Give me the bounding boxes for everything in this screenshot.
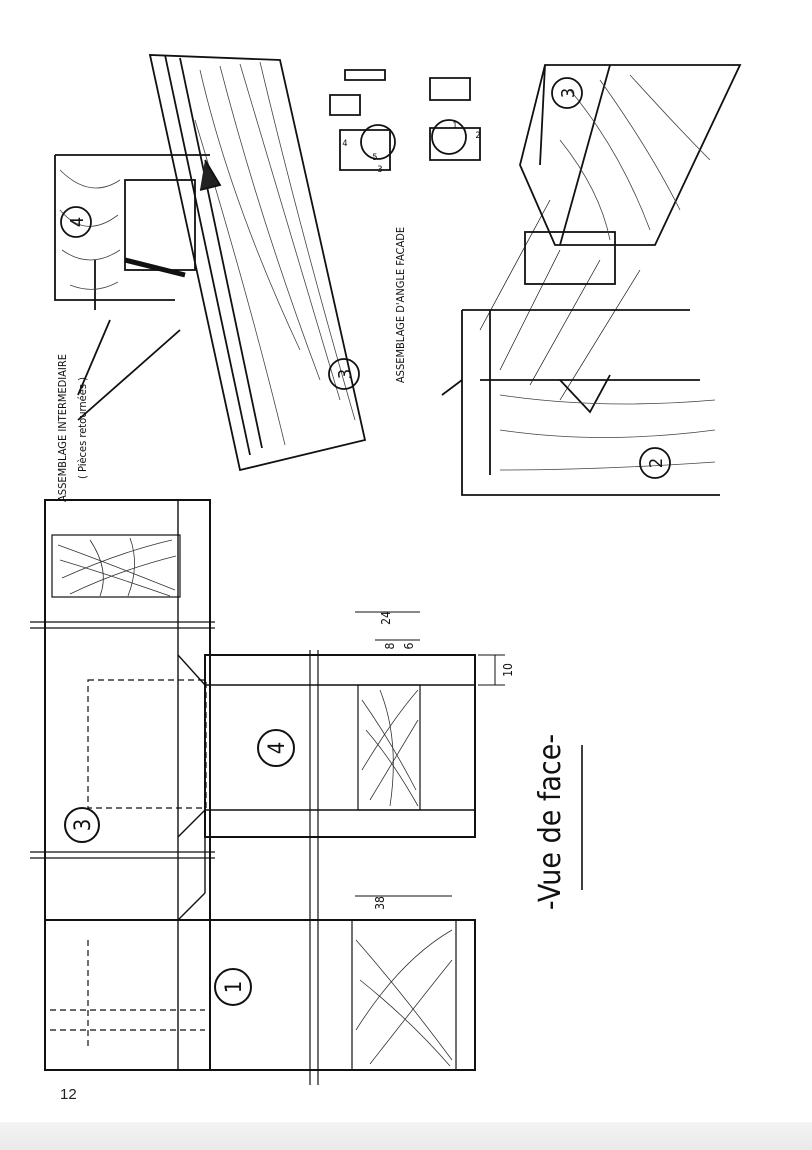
marker-circle-part-3 <box>64 807 100 843</box>
corner-part-3-label: 3 <box>558 88 579 98</box>
front-view-part-1-label: 1 <box>222 981 247 994</box>
marker-circle-part-1 <box>214 968 252 1006</box>
corner-marker-circle-3 <box>551 77 583 109</box>
dimension-38: 38 <box>373 896 387 910</box>
front-view-drawing <box>30 499 505 1085</box>
dimension-6: 6 <box>402 642 416 649</box>
front-view-title: -Vue de face- <box>533 734 568 910</box>
intermediate-joint-drawing <box>54 54 367 472</box>
corner-joint-label: ASSEMBLAGE D'ANGLE FACADE <box>394 227 407 383</box>
intermediate-marker-circle-4 <box>60 206 92 238</box>
mini-piece-1: 1 <box>452 121 457 131</box>
mini-piece-5: 5 <box>372 153 377 163</box>
intermediate-joint-label: ASSEMBLAGE INTERMEDIAIRE <box>56 354 69 502</box>
intermediate-joint-sublabel: ( Pièces retournées ) <box>76 377 89 479</box>
rail-part-3 <box>44 499 211 1071</box>
page-bottom-shadow <box>0 1122 812 1150</box>
front-view-part-3-label: 3 <box>71 819 96 832</box>
mini-piece-4: 4 <box>342 139 347 149</box>
mini-piece-2: 2 <box>475 131 480 141</box>
dimension-10: 10 <box>501 663 515 677</box>
rail-section-top <box>51 534 181 598</box>
corner-part-2-label: 2 <box>646 458 667 468</box>
intermediate-part-3-label: 3 <box>335 369 356 379</box>
corner-joint-drawing <box>329 64 742 496</box>
intermediate-part-4-label: 4 <box>67 217 88 227</box>
corner-marker-circle-2 <box>639 447 671 479</box>
page-number: 12 <box>60 1086 77 1103</box>
stile-part-1 <box>44 919 476 1071</box>
dimension-8: 8 <box>383 642 397 649</box>
front-view-part-4-label: 4 <box>265 742 290 755</box>
marker-circle-part-4 <box>257 729 295 767</box>
mini-piece-3: 3 <box>377 165 382 175</box>
dimension-24: 24 <box>379 611 393 625</box>
stile-part-4 <box>204 654 476 838</box>
intermediate-marker-circle-3 <box>328 358 360 390</box>
front-view-part-markers <box>64 729 295 1006</box>
